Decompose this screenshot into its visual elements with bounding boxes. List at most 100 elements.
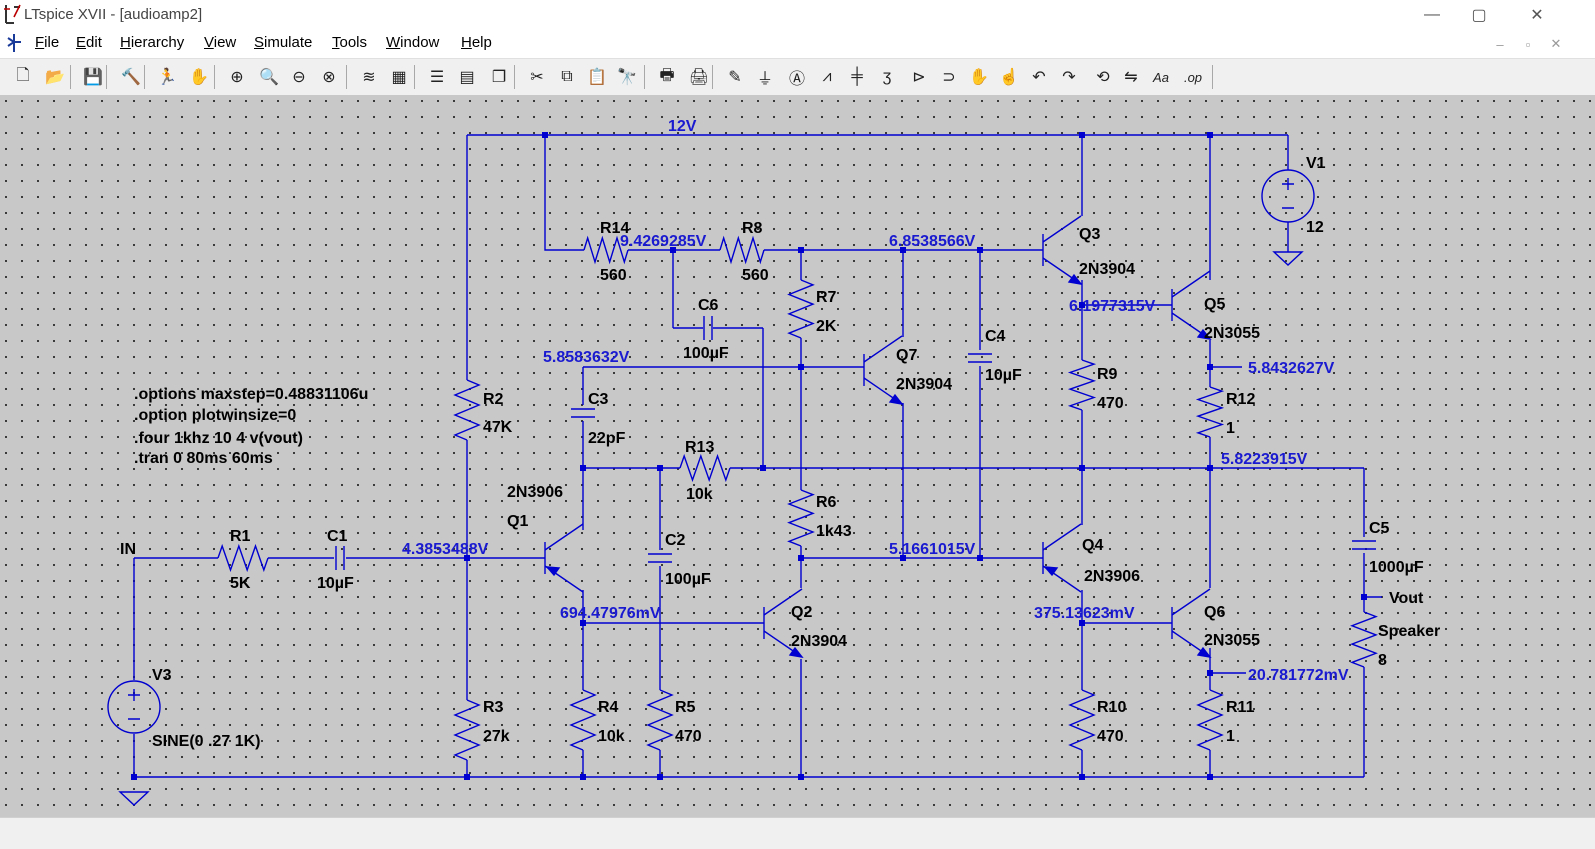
open-icon[interactable]: 📂 xyxy=(45,69,65,86)
tile-vertical-icon[interactable]: ▤ xyxy=(459,69,475,86)
menu-edit[interactable]: Edit xyxy=(76,34,102,51)
resistor-icon[interactable]: ⩘ xyxy=(822,68,832,85)
value-r8: 560 xyxy=(742,267,769,284)
inductor-icon[interactable]: ʒ xyxy=(882,68,892,85)
value-q4: 2N3906 xyxy=(1084,568,1140,585)
zoom-pan-icon[interactable]: 🔍 xyxy=(259,69,279,86)
mdi-minimize-button[interactable]: – xyxy=(1496,36,1504,52)
new-schematic-icon[interactable]: 🗋 xyxy=(16,66,30,84)
junction xyxy=(977,247,983,253)
maximize-button[interactable]: ▢ xyxy=(1471,7,1487,24)
value-c1: 10µF xyxy=(317,575,354,592)
ground-icon xyxy=(118,791,150,806)
menu-hierarchy[interactable]: Hierarchy xyxy=(120,34,185,51)
ground-icon[interactable]: ⏚ xyxy=(756,71,773,88)
junction xyxy=(798,364,804,370)
label-r13: R13 xyxy=(685,439,714,456)
save-icon[interactable]: 💾 xyxy=(83,69,103,86)
zoom-out-icon[interactable]: ⊖ xyxy=(292,69,306,86)
net-label-12v: 12V xyxy=(668,118,697,135)
label-q6: Q6 xyxy=(1204,604,1225,621)
run-icon[interactable]: 🏃 xyxy=(157,69,177,86)
drag-icon[interactable]: ☝ xyxy=(999,69,1019,86)
grid-icon[interactable]: ▦ xyxy=(391,69,407,86)
capacitor-icon[interactable]: ╪ xyxy=(851,68,863,85)
minimize-button[interactable]: — xyxy=(1424,6,1440,23)
resistor-r4 xyxy=(569,689,597,751)
menu-help[interactable]: Help xyxy=(461,34,492,51)
draw-wire-icon[interactable]: ✎ xyxy=(728,69,742,86)
junction xyxy=(131,774,137,780)
menu-simulate[interactable]: Simulate xyxy=(254,34,313,51)
menu-window[interactable]: Window xyxy=(386,34,440,51)
junction xyxy=(1207,774,1213,780)
value-r12: 1 xyxy=(1226,420,1235,437)
cascade-icon[interactable]: ❐ xyxy=(491,69,507,86)
value-r10: 470 xyxy=(1097,728,1124,745)
menu-tools[interactable]: Tools xyxy=(332,34,368,51)
transistor-q6-arrow-icon xyxy=(1196,646,1212,658)
control-panel-icon[interactable]: 🔨 xyxy=(121,69,141,86)
autorange-icon[interactable]: ≋ xyxy=(362,69,376,86)
resistor-r7 xyxy=(787,279,815,339)
node-voltage-v_q4_base: 5.1661015V xyxy=(889,541,976,558)
junction xyxy=(1079,465,1085,471)
toolbar-separator xyxy=(106,65,107,89)
transistor-q3-collector xyxy=(1042,215,1082,243)
text-icon[interactable]: Aa xyxy=(1153,69,1169,85)
menu-file[interactable]: File xyxy=(35,34,60,51)
tile-horizontal-icon[interactable]: ☰ xyxy=(429,69,445,86)
redo-icon[interactable]: ↷ xyxy=(1062,69,1076,86)
mdi-close-button[interactable]: ✕ xyxy=(1550,36,1562,51)
label-r11: R11 xyxy=(1226,699,1255,716)
halt-icon[interactable]: ✋ xyxy=(189,69,209,86)
junction xyxy=(580,774,586,780)
junction xyxy=(464,774,470,780)
copy-icon[interactable]: ⧉ xyxy=(561,68,573,85)
schematic-canvas[interactable]: R14560R8560R72KR247KR327kR410kR5470R61k4… xyxy=(0,95,1595,817)
print-setup-icon[interactable]: 🖨 xyxy=(688,69,710,86)
resistor-r6 xyxy=(787,489,815,547)
zoom-in-icon[interactable]: ⊕ xyxy=(230,69,244,86)
move-icon[interactable]: ✋ xyxy=(969,69,989,86)
label-q2: Q2 xyxy=(791,604,812,621)
find-icon[interactable]: 🔭 xyxy=(617,69,637,86)
junction xyxy=(670,247,676,253)
resistor-r8 xyxy=(719,235,765,265)
value-r5: 470 xyxy=(675,728,702,745)
node-voltage-v_q6_base: 375.13623mV xyxy=(1034,605,1135,622)
label-v1: V1 xyxy=(1306,155,1326,172)
label-net-icon[interactable]: Ⓐ xyxy=(788,71,805,88)
junction xyxy=(542,132,548,138)
node-voltage-v_q2_base: 694.47976mV xyxy=(560,605,661,622)
diode-icon[interactable]: ⊳ xyxy=(912,69,926,86)
transistor-q5-arrow-icon xyxy=(1196,328,1212,340)
junction xyxy=(1079,620,1085,626)
value-c3: 22pF xyxy=(588,430,626,447)
close-button[interactable]: ✕ xyxy=(1530,7,1544,24)
value-r14: 560 xyxy=(600,267,627,284)
cut-icon[interactable]: ✂ xyxy=(530,69,544,86)
label-c4: C4 xyxy=(985,328,1006,345)
mdi-restore-button[interactable]: ▫ xyxy=(1525,36,1531,52)
rotate-icon[interactable]: ⟲ xyxy=(1096,69,1110,86)
menu-view[interactable]: View xyxy=(204,34,237,51)
window-title: LTspice XVII - [audioamp2] xyxy=(24,6,203,23)
paste-icon[interactable]: 📋 xyxy=(587,69,607,86)
resistor-r11 xyxy=(1196,689,1224,751)
resistor-r5 xyxy=(646,689,674,751)
resistor-r12 xyxy=(1195,386,1225,438)
zoom-fit-icon[interactable]: ⊗ xyxy=(322,69,336,86)
value-r1: 5K xyxy=(230,575,251,592)
junction xyxy=(798,774,804,780)
transistor-q4-collector xyxy=(1042,523,1082,551)
print-icon[interactable]: 🖶 xyxy=(659,66,675,84)
ground-icon xyxy=(1272,251,1304,266)
value-q6: 2N3055 xyxy=(1204,632,1260,649)
value-c4: 10µF xyxy=(985,367,1022,384)
label-r3: R3 xyxy=(483,699,504,716)
undo-icon[interactable]: ↶ xyxy=(1032,69,1046,86)
component-icon[interactable]: ⊃ xyxy=(942,69,956,86)
mirror-icon[interactable]: ⇋ xyxy=(1124,69,1138,86)
spice-directive-icon[interactable]: .op xyxy=(1183,69,1203,85)
